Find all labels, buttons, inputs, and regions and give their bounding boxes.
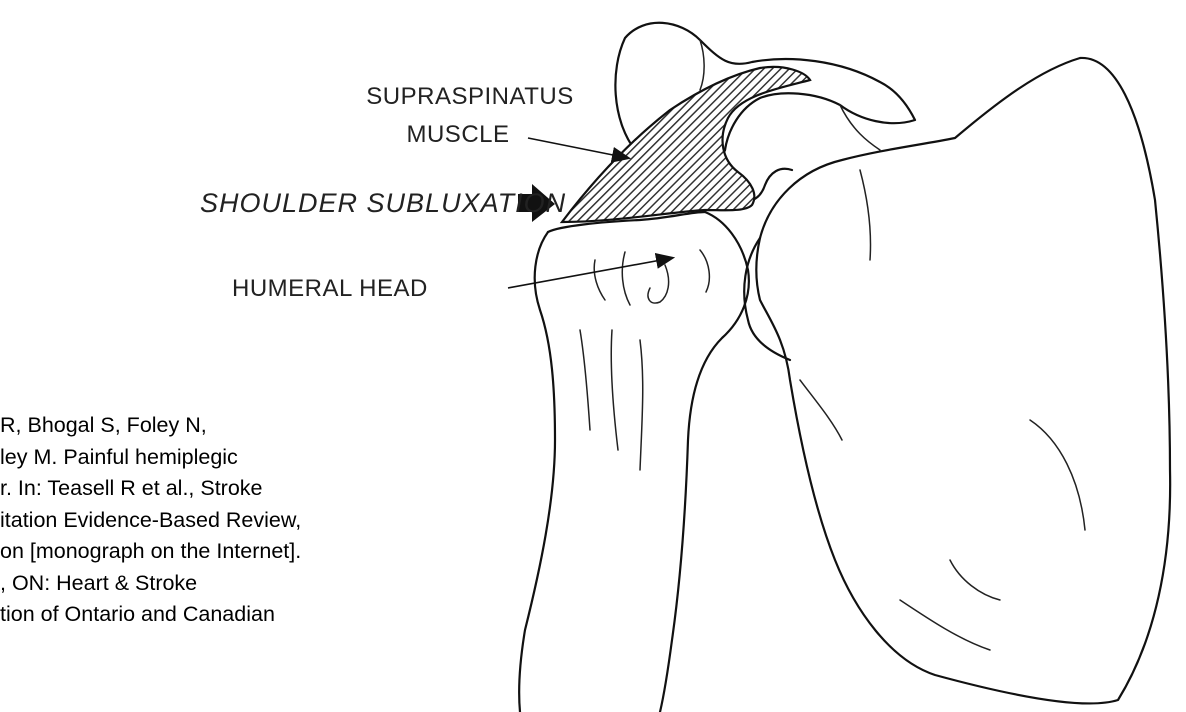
humeral-head-detail	[580, 250, 709, 470]
citation-line: r. In: Teasell R et al., Stroke	[0, 473, 470, 505]
citation-line: ley M. Painful hemiplegic	[0, 442, 470, 474]
citation-text: R, Bhogal S, Foley N, ley M. Painful hem…	[0, 410, 470, 631]
supraspinatus-muscle	[562, 67, 810, 222]
citation-line: , ON: Heart & Stroke	[0, 568, 470, 600]
citation-line: R, Bhogal S, Foley N,	[0, 410, 470, 442]
citation-line: on [monograph on the Internet].	[0, 536, 470, 568]
scapula-outline	[756, 58, 1170, 704]
subluxation-label: SHOULDER SUBLUXATION	[200, 188, 566, 218]
scapular-neck	[744, 238, 790, 360]
supraspinatus-label-line2: MUSCLE	[406, 121, 509, 148]
supraspinatus-label-line1: SUPRASPINATUS	[366, 83, 573, 110]
humerus-outline	[519, 232, 555, 712]
humeral-head-leader-line	[508, 258, 672, 288]
supraspinatus-leader-line	[528, 138, 628, 158]
citation-line: tion of Ontario and Canadian	[0, 599, 470, 631]
humeral-head-label: HUMERAL HEAD	[232, 275, 428, 302]
citation-line: itation Evidence-Based Review,	[0, 505, 470, 537]
humerus-right-edge	[660, 212, 749, 712]
